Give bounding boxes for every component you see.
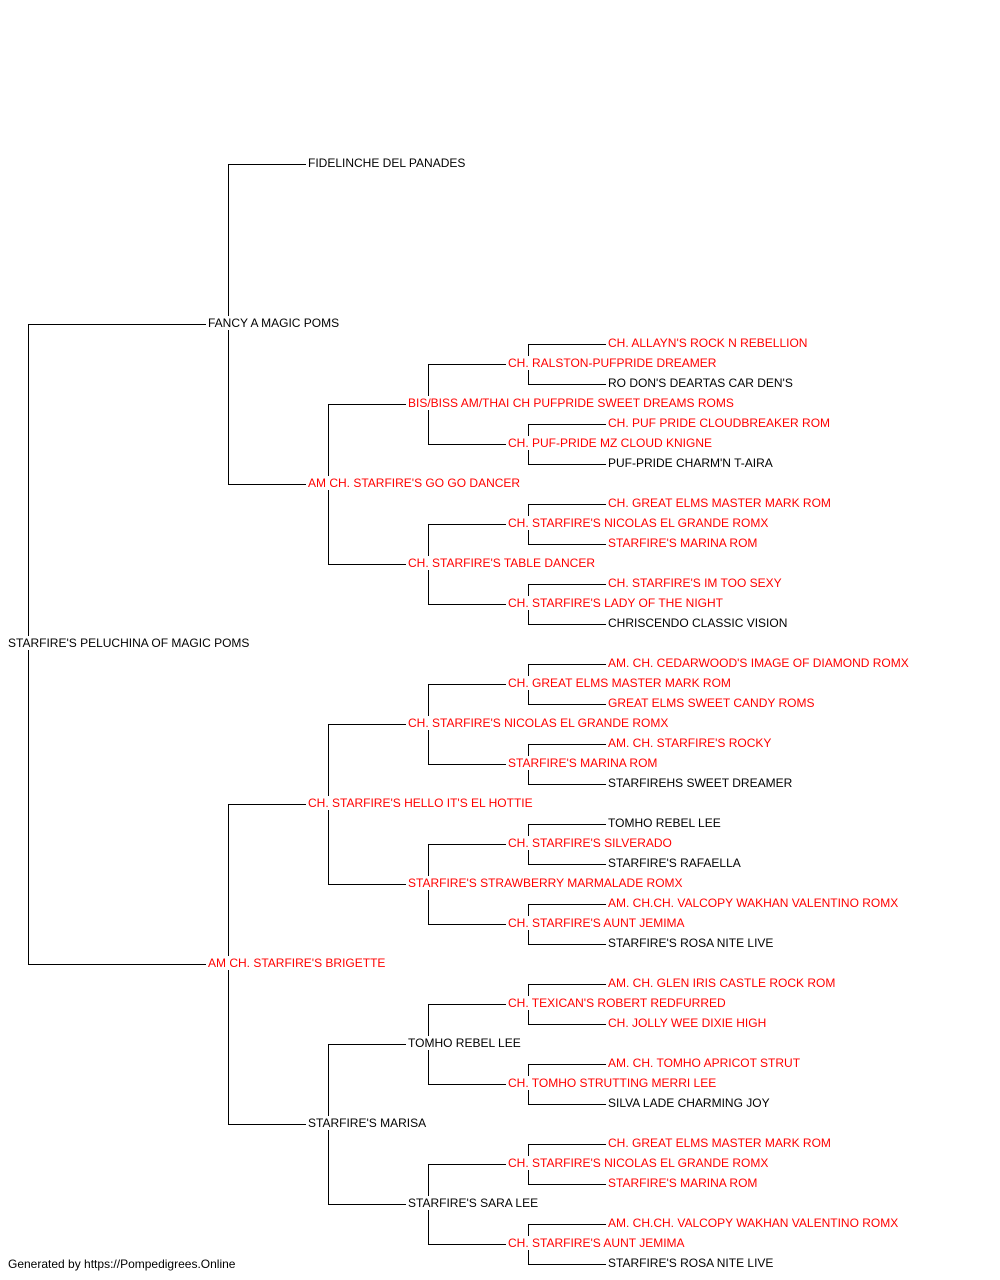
pedigree-node-dam-sire-sire-sire-sire[interactable]: AM. CH. CEDARWOOD'S IMAGE OF DIAMOND ROM… bbox=[608, 656, 911, 670]
pedigree-node-sire-dam-sire-dam[interactable]: CH. PUF-PRIDE MZ CLOUD KNIGNE bbox=[508, 436, 715, 450]
pedigree-node-dam-sire-dam-sire[interactable]: CH. STARFIRE'S SILVERADO bbox=[508, 836, 674, 850]
pedigree-node-sire-dam[interactable]: AM CH. STARFIRE'S GO GO DANCER bbox=[308, 476, 523, 490]
pedigree-node-dam-sire-sire-dam-sire[interactable]: AM. CH. STARFIRE'S ROCKY bbox=[608, 736, 774, 750]
pedigree-node-dam-sire-dam-sire-dam[interactable]: STARFIRE'S RAFAELLA bbox=[608, 856, 743, 870]
pedigree-node-dam-sire-dam-dam-sire[interactable]: AM. CH.CH. VALCOPY WAKHAN VALENTINO ROMX bbox=[608, 896, 901, 910]
pedigree-node-dam-dam-dam-sire-sire[interactable]: CH. GREAT ELMS MASTER MARK ROM bbox=[608, 1136, 833, 1150]
pedigree-node-dam-dam-sire-sire[interactable]: CH. TEXICAN'S ROBERT REDFURRED bbox=[508, 996, 728, 1010]
pedigree-node-dam-dam-sire[interactable]: TOMHO REBEL LEE bbox=[408, 1036, 523, 1050]
pedigree-node-dam-sire-dam-dam-dam[interactable]: STARFIRE'S ROSA NITE LIVE bbox=[608, 936, 776, 950]
pedigree-node-dam-dam-dam-sire-dam[interactable]: STARFIRE'S MARINA ROM bbox=[608, 1176, 760, 1190]
pedigree-node-sire-dam-sire-sire[interactable]: CH. RALSTON-PUFPRIDE DREAMER bbox=[508, 356, 719, 370]
pedigree-node-dam-sire-sire-sire-dam[interactable]: GREAT ELMS SWEET CANDY ROMS bbox=[608, 696, 817, 710]
pedigree-node-dam-sire-sire-sire[interactable]: CH. GREAT ELMS MASTER MARK ROM bbox=[508, 676, 733, 690]
pedigree-node-dam-dam-sire-sire-sire[interactable]: AM. CH. GLEN IRIS CASTLE ROCK ROM bbox=[608, 976, 838, 990]
pedigree-node-sire-dam-dam-dam-sire[interactable]: CH. STARFIRE'S IM TOO SEXY bbox=[608, 576, 784, 590]
pedigree-node-subject[interactable]: STARFIRE'S PELUCHINA OF MAGIC POMS bbox=[8, 636, 252, 650]
generated-by-footer: Generated by https://Pompedigrees.Online bbox=[8, 1257, 236, 1271]
pedigree-node-dam-sire-sire-dam[interactable]: STARFIRE'S MARINA ROM bbox=[508, 756, 660, 770]
pedigree-node-sire-dam-sire-dam-dam[interactable]: PUF-PRIDE CHARM'N T-AIRA bbox=[608, 456, 775, 470]
pedigree-node-sire[interactable]: FANCY A MAGIC POMS bbox=[208, 316, 342, 330]
pedigree-node-sire-dam-dam-sire[interactable]: CH. STARFIRE'S NICOLAS EL GRANDE ROMX bbox=[508, 516, 771, 530]
pedigree-node-dam-sire-dam[interactable]: STARFIRE'S STRAWBERRY MARMALADE ROMX bbox=[408, 876, 685, 890]
pedigree-node-sire-dam-dam-dam-dam[interactable]: CHRISCENDO CLASSIC VISION bbox=[608, 616, 790, 630]
pedigree-node-dam-sire-sire-dam-dam[interactable]: STARFIREHS SWEET DREAMER bbox=[608, 776, 795, 790]
pedigree-node-sire-dam-dam-dam[interactable]: CH. STARFIRE'S LADY OF THE NIGHT bbox=[508, 596, 725, 610]
pedigree-node-sire-dam-sire[interactable]: BIS/BISS AM/THAI CH PUFPRIDE SWEET DREAM… bbox=[408, 396, 736, 410]
pedigree-node-dam[interactable]: AM CH. STARFIRE'S BRIGETTE bbox=[208, 956, 388, 970]
pedigree-node-dam-dam-dam-dam-sire[interactable]: AM. CH.CH. VALCOPY WAKHAN VALENTINO ROMX bbox=[608, 1216, 901, 1230]
pedigree-node-dam-sire-dam-dam[interactable]: CH. STARFIRE'S AUNT JEMIMA bbox=[508, 916, 687, 930]
pedigree-node-dam-sire-sire[interactable]: CH. STARFIRE'S NICOLAS EL GRANDE ROMX bbox=[408, 716, 671, 730]
pedigree-node-dam-dam-sire-sire-dam[interactable]: CH. JOLLY WEE DIXIE HIGH bbox=[608, 1016, 769, 1030]
pedigree-node-sire-dam-dam-sire-sire[interactable]: CH. GREAT ELMS MASTER MARK ROM bbox=[608, 496, 833, 510]
pedigree-node-sire-dam-sire-sire-dam[interactable]: RO DON'S DEARTAS CAR DEN'S bbox=[608, 376, 795, 390]
pedigree-node-dam-sire-dam-sire-sire[interactable]: TOMHO REBEL LEE bbox=[608, 816, 723, 830]
pedigree-node-dam-dam-dam-dam-dam[interactable]: STARFIRE'S ROSA NITE LIVE bbox=[608, 1256, 776, 1270]
pedigree-node-dam-dam-dam-dam[interactable]: CH. STARFIRE'S AUNT JEMIMA bbox=[508, 1236, 687, 1250]
pedigree-node-sire-dam-sire-sire-sire[interactable]: CH. ALLAYN'S ROCK N REBELLION bbox=[608, 336, 810, 350]
pedigree-node-dam-dam-dam-sire[interactable]: CH. STARFIRE'S NICOLAS EL GRANDE ROMX bbox=[508, 1156, 771, 1170]
pedigree-node-dam-dam-dam[interactable]: STARFIRE'S SARA LEE bbox=[408, 1196, 541, 1210]
pedigree-node-sire-dam-dam[interactable]: CH. STARFIRE'S TABLE DANCER bbox=[408, 556, 597, 570]
pedigree-node-dam-dam[interactable]: STARFIRE'S MARISA bbox=[308, 1116, 429, 1130]
pedigree-node-dam-dam-sire-dam-sire[interactable]: AM. CH. TOMHO APRICOT STRUT bbox=[608, 1056, 803, 1070]
pedigree-node-sire-sire[interactable]: FIDELINCHE DEL PANADES bbox=[308, 156, 468, 170]
pedigree-node-dam-dam-sire-dam-dam[interactable]: SILVA LADE CHARMING JOY bbox=[608, 1096, 772, 1110]
pedigree-node-sire-dam-dam-sire-dam[interactable]: STARFIRE'S MARINA ROM bbox=[608, 536, 760, 550]
pedigree-node-sire-dam-sire-dam-sire[interactable]: CH. PUF PRIDE CLOUDBREAKER ROM bbox=[608, 416, 833, 430]
pedigree-node-dam-dam-sire-dam[interactable]: CH. TOMHO STRUTTING MERRI LEE bbox=[508, 1076, 719, 1090]
pedigree-node-dam-sire[interactable]: CH. STARFIRE'S HELLO IT'S EL HOTTIE bbox=[308, 796, 535, 810]
